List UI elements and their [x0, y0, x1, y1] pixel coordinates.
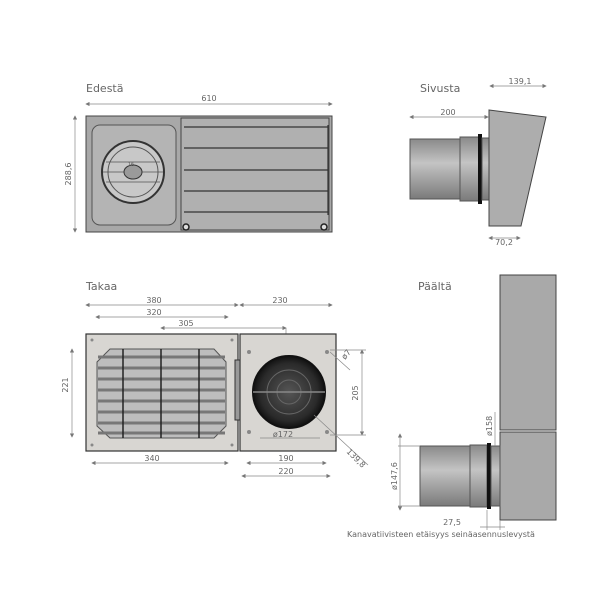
fan-label: 16 — [128, 162, 134, 168]
top-view-title: Päältä — [418, 280, 452, 293]
dim-27-5: 27,5 — [443, 518, 461, 527]
seal-ring — [487, 443, 491, 509]
dim-221: 221 — [61, 377, 70, 392]
dim-205: 205 — [351, 385, 360, 400]
front-view: Edestä 610 288,6 16 — [64, 82, 333, 233]
dim-305: 305 — [178, 319, 193, 328]
top-hood-lower — [499, 431, 557, 521]
dim-base: 70,2 — [495, 238, 513, 247]
side-hood — [488, 109, 547, 227]
dim-380: 380 — [146, 296, 161, 305]
dim-hood: 139,1 — [509, 77, 532, 86]
dim-pipe: 200 — [440, 108, 455, 117]
dim-340: 340 — [144, 454, 159, 463]
side-view: Sivusta 139,1 200 70,2 — [409, 77, 547, 247]
screw-icon — [320, 223, 328, 231]
dim-320: 320 — [146, 308, 161, 317]
side-view-title: Sivusta — [420, 82, 460, 95]
dim-190: 190 — [278, 454, 293, 463]
dim-139-8: 139,8 — [345, 447, 368, 470]
dim-width: 610 — [201, 94, 216, 103]
dim-230: 230 — [272, 296, 287, 305]
louvre-panel — [180, 117, 330, 231]
side-pipe — [409, 138, 461, 200]
back-view-title: Takaa — [85, 280, 117, 293]
top-hood-upper — [499, 274, 557, 431]
screw-icon — [182, 223, 190, 231]
back-view: Takaa 380 320 305 230 221 ø172 205 ø7 — [61, 280, 369, 479]
front-view-title: Edestä — [86, 82, 124, 95]
seal-ring — [478, 134, 482, 204]
top-pipe — [419, 445, 471, 507]
dim-147-6: ø147,6 — [390, 462, 399, 490]
dim-158: ø158 — [485, 416, 494, 436]
dim-220: 220 — [278, 467, 293, 476]
dim-172: ø172 — [273, 430, 293, 439]
top-view-caption: Kanavatiivisteen etäisyys seinäasennusle… — [347, 530, 535, 539]
top-view: Päältä ø147,6 ø158 27,5 Kanavatiivisteen… — [347, 274, 557, 539]
dim-height: 288,6 — [64, 163, 73, 186]
